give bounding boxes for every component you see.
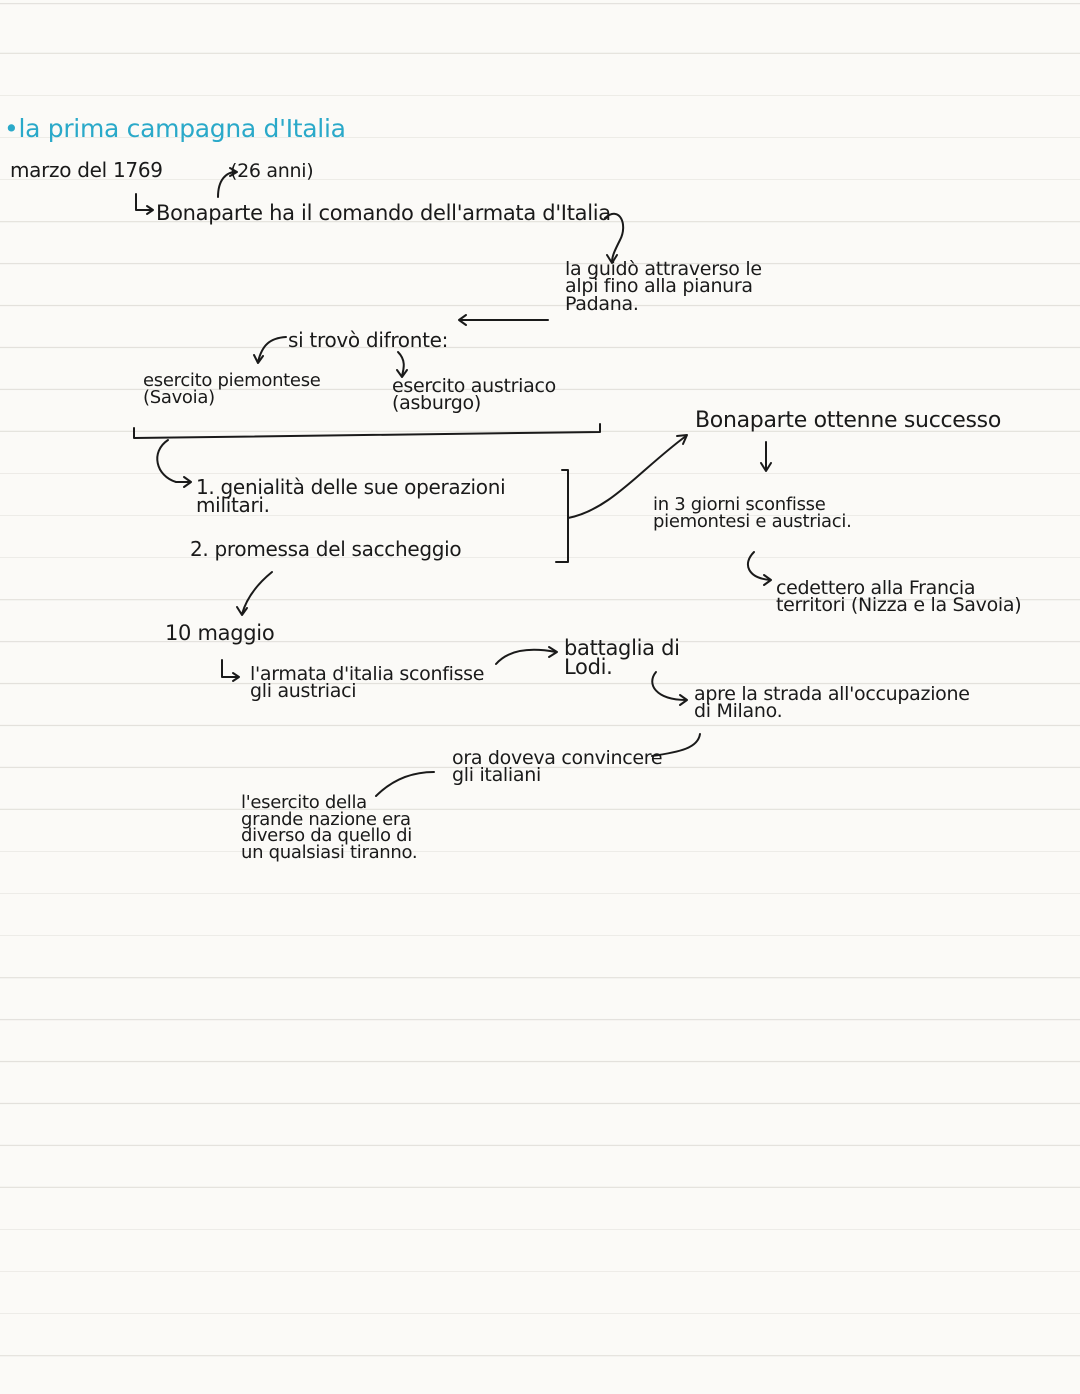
reason-2: 2. promessa del saccheggio bbox=[190, 537, 462, 561]
arrow-army-nation bbox=[375, 771, 435, 797]
guide-note: la guidò attraverso le alpi fino alla pi… bbox=[565, 258, 762, 315]
battle-of-lodi: battaglia di Lodi. bbox=[564, 636, 680, 680]
arrow-ceded-head bbox=[763, 574, 772, 586]
convince-italians: ora doveva convincere gli italiani bbox=[452, 747, 663, 787]
arrow-armata bbox=[221, 659, 239, 678]
arrow-three-days-head bbox=[760, 462, 772, 472]
arrow-success bbox=[567, 435, 687, 519]
arrow-convince bbox=[651, 733, 701, 757]
arrow-milan-head bbox=[679, 694, 688, 706]
arrow-command bbox=[135, 193, 153, 211]
arrow-reasons bbox=[156, 439, 191, 483]
army-of-nation: l'esercito della grande nazione era dive… bbox=[241, 792, 418, 863]
command-line: Bonaparte ha il comando dell'armata d'It… bbox=[156, 201, 611, 225]
may-date: 10 maggio bbox=[165, 621, 275, 645]
arrow-success-head bbox=[676, 434, 688, 445]
arrow-armata-head bbox=[232, 672, 240, 682]
faced-label: si trovò difronte: bbox=[288, 328, 449, 352]
arrow-faced-head bbox=[458, 314, 467, 326]
army-piedmont: esercito piemontese (Savoia) bbox=[143, 370, 321, 408]
arrow-lodi-head bbox=[548, 646, 558, 658]
arrow-may-head bbox=[236, 606, 248, 616]
armata-defeat: l'armata d'italia sconfisse gli austriac… bbox=[250, 663, 485, 703]
arrow-piedmont bbox=[257, 336, 287, 363]
reasons-bracket bbox=[555, 469, 569, 563]
milan-occupation: apre la strada all'occupazione di Milano… bbox=[694, 683, 970, 723]
date-line: marzo del 1769 bbox=[10, 158, 163, 182]
arrow-ceded bbox=[746, 551, 771, 581]
armies-bracket bbox=[133, 423, 601, 439]
arrow-age-head bbox=[229, 167, 238, 177]
arrow-command-head bbox=[146, 205, 154, 215]
page-title: •la prima campagna d'Italia bbox=[4, 114, 346, 143]
arrow-guide bbox=[604, 212, 625, 263]
arrow-piedmont-head bbox=[253, 354, 264, 364]
arrow-guide-head bbox=[606, 254, 618, 264]
reason-1: 1. genialità delle sue operazioni milita… bbox=[196, 475, 506, 518]
arrow-age bbox=[217, 171, 237, 198]
arrow-may bbox=[241, 571, 273, 615]
success-title: Bonaparte ottenne successo bbox=[695, 408, 1002, 433]
ceded-territories: cedettero alla Francia territori (Nizza … bbox=[776, 577, 1022, 617]
arrow-reasons-head bbox=[183, 476, 192, 488]
arrow-austria bbox=[397, 351, 405, 377]
age-note: (26 anni) bbox=[230, 160, 314, 182]
arrow-milan bbox=[651, 671, 687, 701]
army-austria: esercito austriaco (asburgo) bbox=[392, 375, 556, 415]
arrow-lodi bbox=[495, 648, 557, 665]
three-days: in 3 giorni sconfisse piemontesi e austr… bbox=[653, 494, 852, 532]
arrow-austria-head bbox=[396, 369, 408, 378]
